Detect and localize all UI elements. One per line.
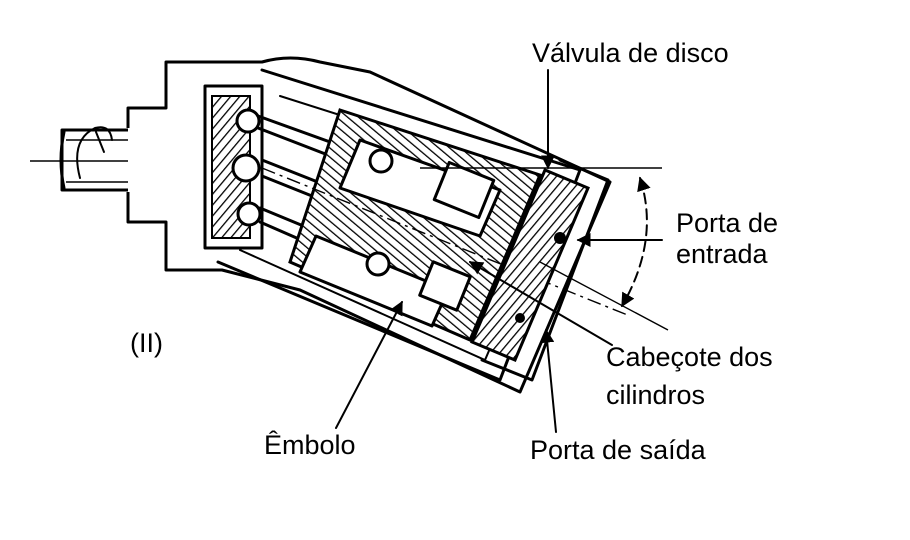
label-cylinder-head-line2: cilindros bbox=[606, 380, 705, 410]
label-disc-valve: Válvula de disco bbox=[532, 38, 729, 68]
label-piston: Êmbolo bbox=[264, 429, 356, 460]
figure-label: (II) bbox=[130, 328, 163, 358]
label-outlet-port: Porta de saída bbox=[530, 435, 707, 465]
label-inlet-port-line2: entrada bbox=[676, 239, 769, 269]
label-inlet-port-line1: Porta de bbox=[676, 208, 778, 238]
tilt-angle-dimension bbox=[621, 176, 651, 308]
block-centerline bbox=[261, 167, 631, 317]
disc-valve-plate bbox=[470, 158, 610, 382]
label-cylinder-head-line1: Cabeçote dos bbox=[606, 342, 773, 372]
leader-lines bbox=[335, 69, 669, 433]
ball-joints bbox=[231, 108, 262, 227]
